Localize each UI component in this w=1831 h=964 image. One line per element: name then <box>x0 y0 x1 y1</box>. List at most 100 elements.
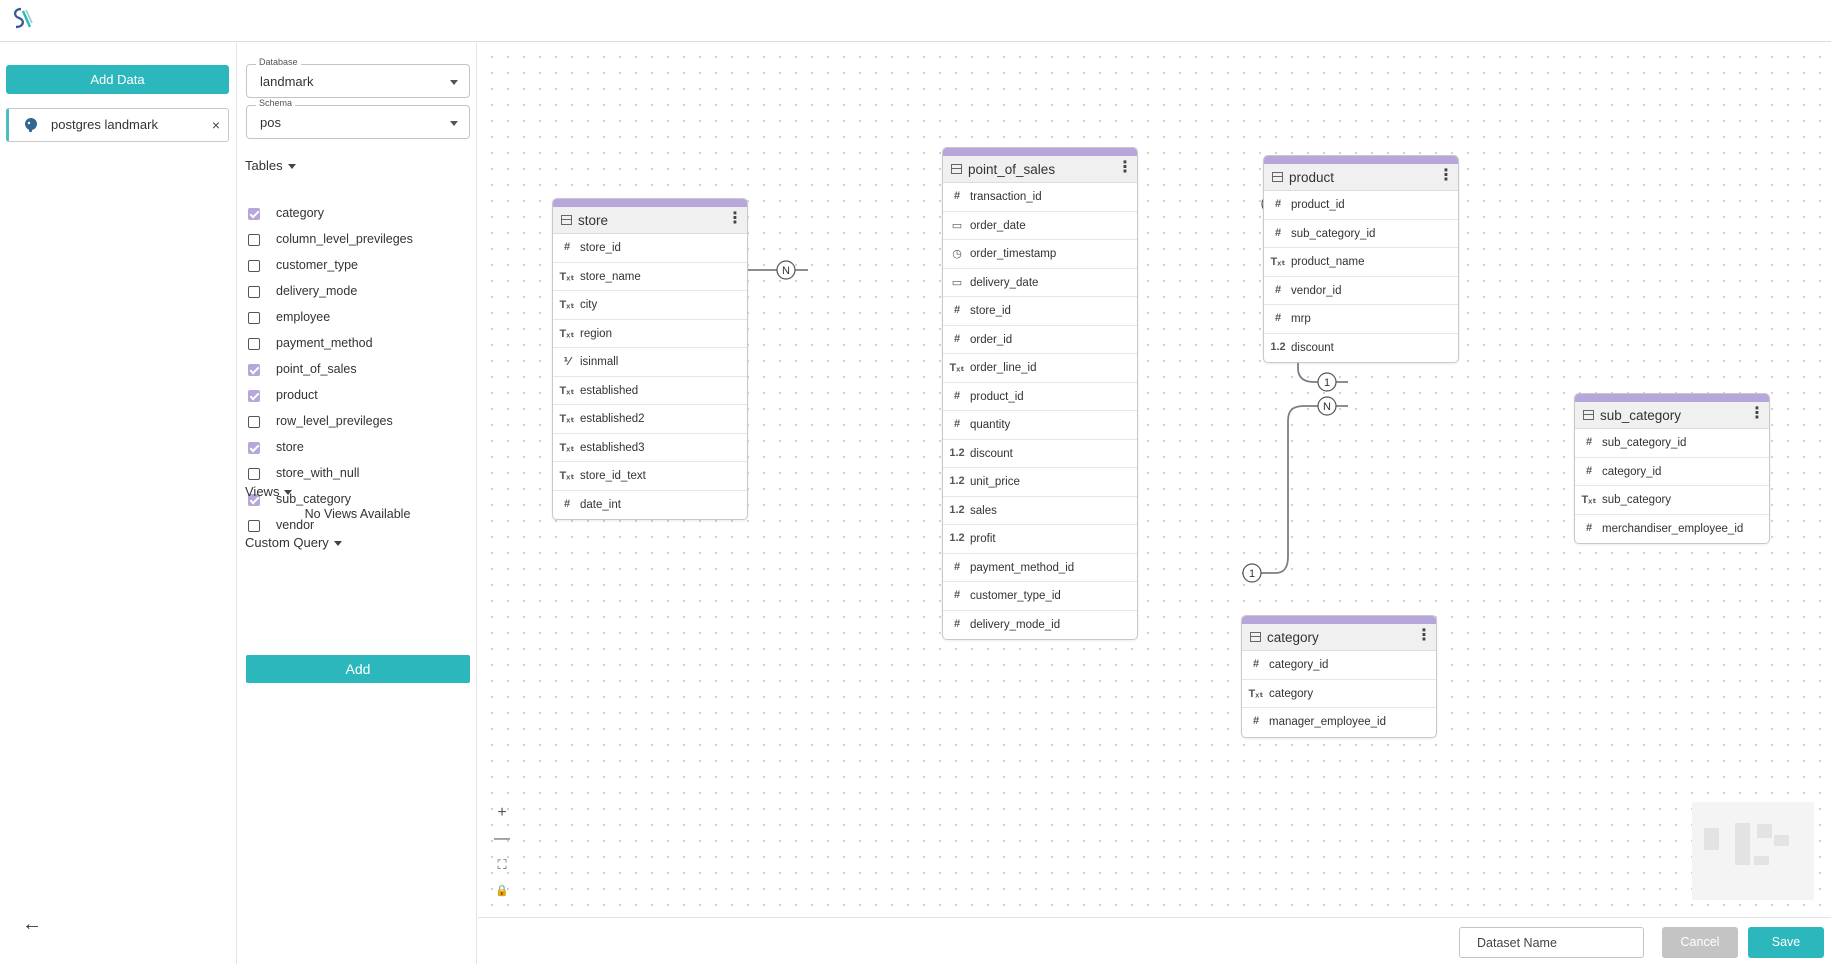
node-field[interactable]: #category_id <box>1242 651 1436 680</box>
zoom-in-button[interactable]: + <box>497 804 507 821</box>
lock-button[interactable]: 🔒 <box>495 885 509 897</box>
node-header-bar <box>1264 156 1458 164</box>
table-name: sub_category <box>276 492 352 506</box>
dataset-name-input[interactable]: Dataset Name <box>1459 927 1644 958</box>
node-field[interactable]: #product_id <box>943 383 1137 411</box>
views-section-toggle[interactable]: Views <box>245 484 293 499</box>
table-checkbox[interactable] <box>248 234 260 246</box>
table-name: row_level_previleges <box>276 414 393 428</box>
back-arrow-icon[interactable]: ← <box>22 913 42 935</box>
node-field[interactable]: #manager_employee_id <box>1242 708 1436 737</box>
node-field[interactable]: #quantity <box>943 411 1137 440</box>
database-select[interactable]: Database landmark <box>246 57 470 98</box>
decimal-type-icon: 1.2 <box>949 503 965 516</box>
table-checkbox[interactable] <box>248 286 260 298</box>
fit-view-button[interactable]: ⛶ <box>497 857 507 872</box>
save-button[interactable]: Save <box>1748 927 1824 958</box>
node-field[interactable]: ◷order_timestamp <box>943 240 1137 269</box>
more-options-icon[interactable]: ⋮ <box>1416 627 1432 644</box>
node-field[interactable]: #product_id <box>1264 191 1458 220</box>
table-checkbox[interactable] <box>248 312 260 324</box>
node-header[interactable]: point_of_sales⋮ <box>943 156 1137 183</box>
table-checkbox[interactable] <box>248 442 260 454</box>
node-field[interactable]: #store_id <box>943 297 1137 326</box>
table-checkbox[interactable] <box>248 390 260 402</box>
tables-section-toggle[interactable]: Tables <box>245 158 296 173</box>
node-header[interactable]: category⋮ <box>1242 624 1436 651</box>
table-checkbox[interactable] <box>248 494 260 506</box>
node-field[interactable]: #mrp <box>1264 305 1458 334</box>
er-diagram-canvas[interactable]: 1N1NN11N store⋮#store_idTₓₜstore_nameTₓₜ… <box>478 43 1831 916</box>
table-node-point-of-sales[interactable]: point_of_sales⋮#transaction_id▭order_dat… <box>942 147 1138 640</box>
table-checkbox[interactable] <box>248 468 260 480</box>
node-field[interactable]: #date_int <box>553 491 747 520</box>
node-field[interactable]: ▭order_date <box>943 212 1137 240</box>
table-name: point_of_sales <box>276 362 357 376</box>
node-field[interactable]: ⅟isinmall <box>553 348 747 377</box>
node-field[interactable]: #customer_type_id <box>943 582 1137 611</box>
field-name: profit <box>970 533 996 545</box>
remove-connection-icon[interactable]: × <box>211 117 220 133</box>
node-field[interactable]: #transaction_id <box>943 183 1137 212</box>
table-checkbox[interactable] <box>248 364 260 376</box>
app-logo-icon[interactable] <box>8 6 34 32</box>
table-checkbox[interactable] <box>248 338 260 350</box>
node-field[interactable]: #sub_category_id <box>1264 220 1458 248</box>
more-options-icon[interactable]: ⋮ <box>1438 167 1454 184</box>
number-type-icon: # <box>953 617 961 630</box>
number-type-icon: # <box>1252 658 1260 670</box>
relation-line[interactable] <box>1242 405 1348 574</box>
node-header[interactable]: store⋮ <box>553 207 747 234</box>
more-options-icon[interactable]: ⋮ <box>1749 405 1765 422</box>
zoom-out-button[interactable]: — <box>494 830 510 847</box>
more-options-icon[interactable]: ⋮ <box>727 210 743 227</box>
cancel-button[interactable]: Cancel <box>1662 927 1738 958</box>
text-type-icon: Tₓₜ <box>559 413 575 425</box>
custom-query-toggle[interactable]: Custom Query <box>245 535 342 550</box>
node-field[interactable]: #store_id <box>553 234 747 263</box>
node-field[interactable]: #category_id <box>1575 458 1769 486</box>
node-field[interactable]: #merchandiser_employee_id <box>1575 515 1769 544</box>
add-data-button[interactable]: Add Data <box>6 65 229 94</box>
field-name: store_id <box>970 305 1011 317</box>
add-custom-query-button[interactable]: Add <box>246 655 470 683</box>
table-checkbox[interactable] <box>248 208 260 220</box>
field-name: discount <box>970 447 1013 460</box>
connection-chip[interactable]: postgres landmark × <box>6 108 229 142</box>
more-options-icon[interactable]: ⋮ <box>1117 159 1133 176</box>
table-checkbox[interactable] <box>248 260 260 272</box>
node-field[interactable]: #delivery_mode_id <box>943 611 1137 640</box>
table-checkbox[interactable] <box>248 520 260 532</box>
node-field[interactable]: #payment_method_id <box>943 554 1137 582</box>
node-field[interactable]: #sub_category_id <box>1575 429 1769 458</box>
node-field[interactable]: #order_id <box>943 326 1137 354</box>
field-name: order_date <box>970 219 1026 232</box>
table-node-sub-category[interactable]: sub_category⋮#sub_category_id#category_i… <box>1574 393 1770 544</box>
minimap[interactable] <box>1692 802 1814 900</box>
schema-select[interactable]: Schema pos <box>246 98 470 139</box>
node-field[interactable]: #vendor_id <box>1264 277 1458 305</box>
table-checkbox[interactable] <box>248 416 260 428</box>
node-header[interactable]: sub_category⋮ <box>1575 402 1769 429</box>
node-field[interactable]: ▭delivery_date <box>943 269 1137 297</box>
node-header[interactable]: product⋮ <box>1264 164 1458 191</box>
